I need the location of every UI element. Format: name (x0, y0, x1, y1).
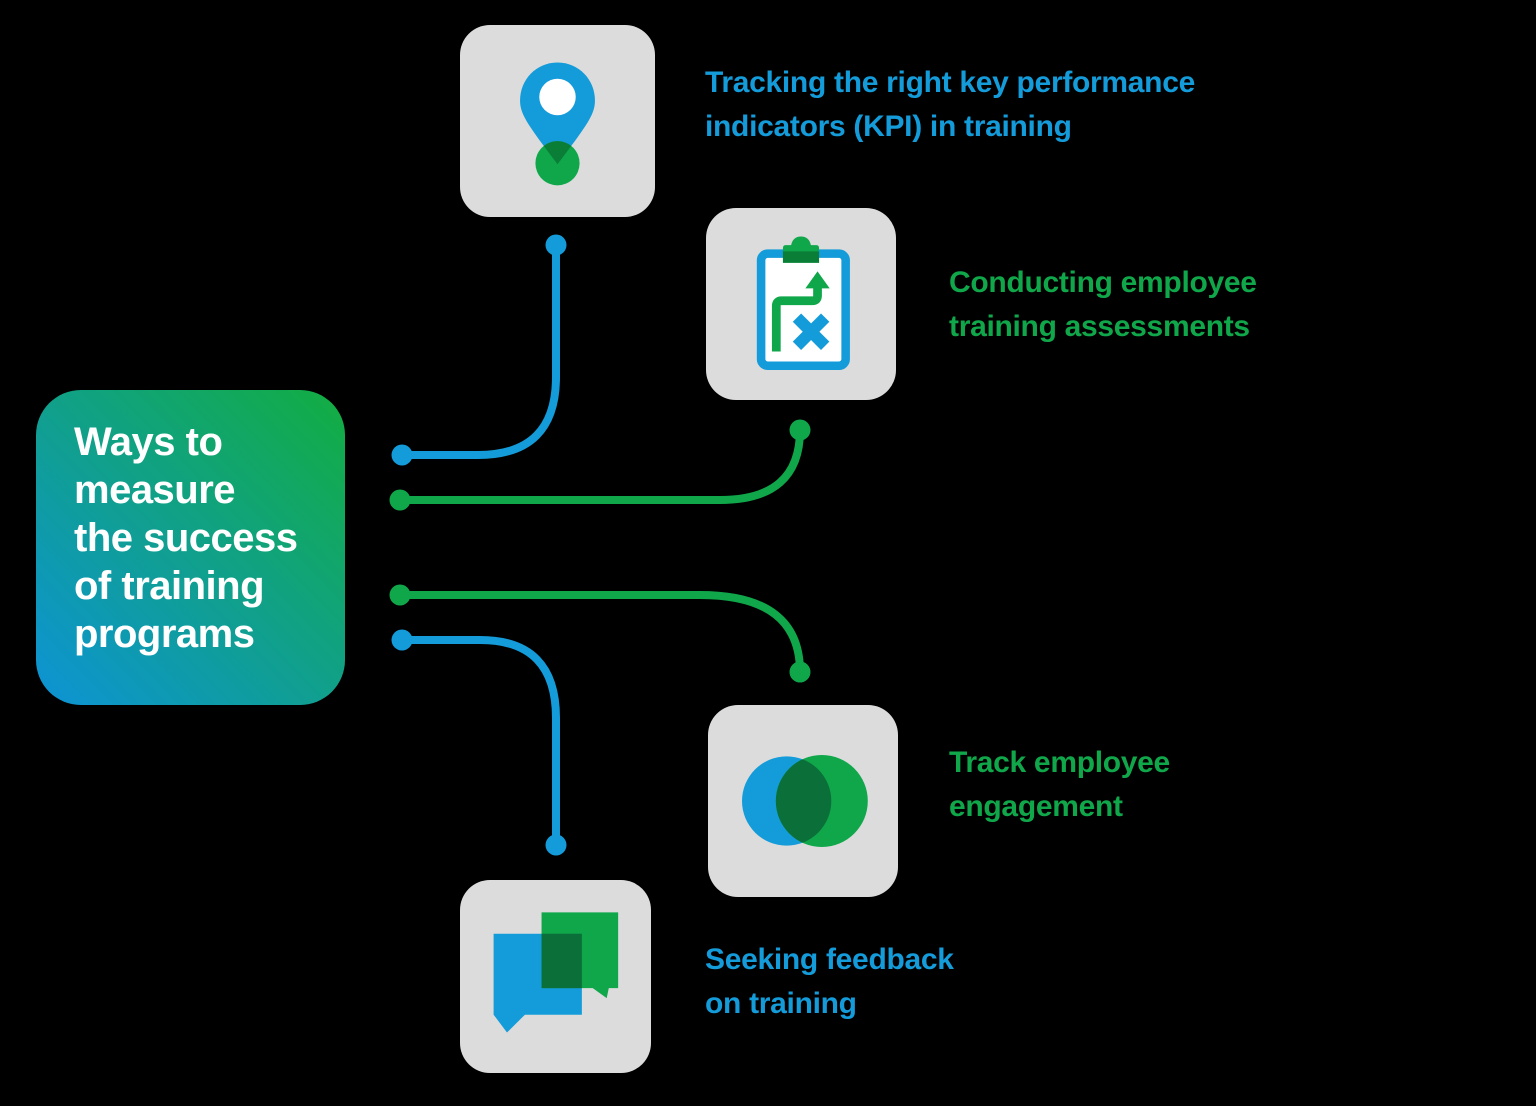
tile-engagement (708, 705, 898, 897)
chat-bubbles-icon (493, 912, 619, 1033)
map-pin-icon (520, 62, 595, 186)
connector-assessments (400, 429, 804, 504)
connector-endpoint (391, 444, 413, 466)
connector-endpoint (789, 661, 811, 683)
label-kpi: Tracking the right key performance indic… (705, 66, 1195, 143)
connector-endpoint (389, 489, 411, 511)
connector-endpoint (789, 419, 811, 441)
connector-kpi (402, 245, 560, 459)
connector-endpoint (545, 834, 567, 856)
title-text: Ways to measure the success of training … (74, 420, 298, 656)
venn-diagram-icon (742, 755, 868, 847)
title-box: Ways to measure the success of training … (36, 390, 345, 705)
connector-endpoint (391, 629, 413, 651)
label-assessments: Conducting employee training assessments (949, 266, 1257, 343)
tile-assessments (706, 208, 896, 400)
connector-feedback (402, 636, 560, 845)
label-feedback: Seeking feedback on training (705, 943, 954, 1020)
tile-feedback (460, 880, 651, 1073)
connector-engagement (400, 591, 804, 673)
label-engagement: Track employee engagement (949, 746, 1170, 823)
clipboard-route-icon (756, 236, 850, 371)
connector-endpoint (389, 584, 411, 606)
connector-endpoint (545, 234, 567, 256)
tile-kpi (460, 25, 655, 217)
